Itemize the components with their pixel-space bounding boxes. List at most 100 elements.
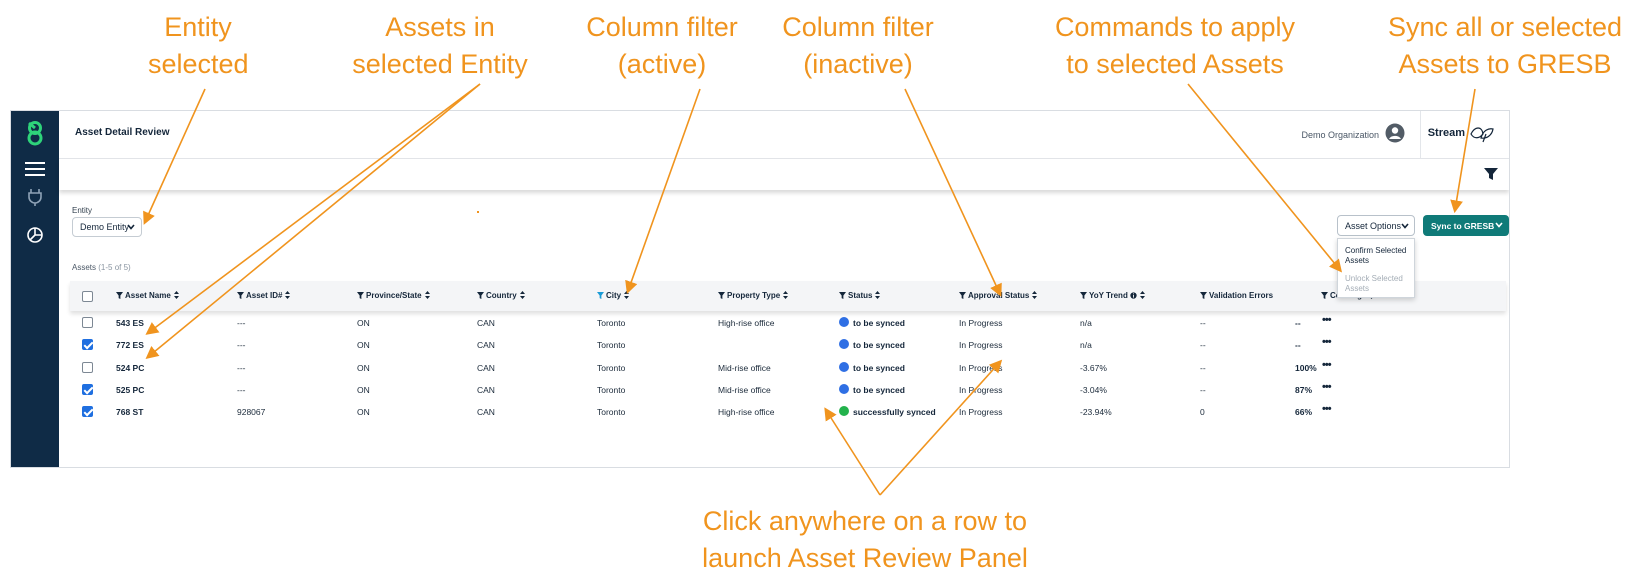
table-header: Asset Name Asset ID# Province/State Country… (70, 281, 1506, 311)
cell-name: 772 ES (116, 340, 144, 350)
cell-status: successfully synced (853, 407, 936, 417)
toolbar (59, 159, 1509, 190)
column-header-label: Validation Errors (1209, 291, 1274, 300)
org-name[interactable]: Demo Organization (1301, 130, 1379, 140)
filter-icon[interactable] (1200, 292, 1207, 299)
filter-icon[interactable] (116, 292, 123, 299)
row-checkbox[interactable] (82, 406, 93, 417)
cell-approval: In Progress (959, 340, 1003, 350)
column-header-country[interactable]: Country (477, 291, 525, 300)
status-dot (839, 384, 849, 394)
asset-options-menu: Confirm Selected Assets Unlock Selected … (1337, 238, 1415, 298)
filter-icon[interactable] (718, 292, 725, 299)
select-all-checkbox[interactable] (82, 291, 93, 302)
cell-province: ON (357, 340, 370, 350)
sort-icon[interactable] (1032, 291, 1038, 299)
info-icon[interactable] (1130, 292, 1137, 299)
cell-country: CAN (477, 318, 495, 328)
cell-country: CAN (477, 363, 495, 373)
assets-count: Assets (1-5 of 5) (72, 263, 131, 272)
row-more-icon[interactable]: ••• (1322, 381, 1332, 393)
page-title: Asset Detail Review (75, 127, 170, 138)
sort-icon[interactable] (285, 291, 291, 299)
column-header-approval-status[interactable]: Approval Status (959, 291, 1038, 300)
column-header-label: Approval Status (968, 291, 1030, 300)
cell-yoy: n/a (1080, 318, 1092, 328)
sort-icon[interactable] (783, 291, 789, 299)
column-header-validation-errors[interactable]: Validation Errors (1200, 291, 1273, 300)
entity-select[interactable]: Demo Entity (72, 217, 142, 237)
cell-approval: In Progress (959, 407, 1003, 417)
brand-name: Stream (1427, 127, 1465, 139)
menu-item-confirm[interactable]: Confirm Selected Assets (1345, 246, 1407, 265)
sync-label: Sync to GRESB (1431, 221, 1495, 231)
column-header-label: Province/State (366, 291, 422, 300)
cell-status: to be synced (853, 385, 905, 395)
cell-yoy: -3.67% (1080, 363, 1107, 373)
sort-icon[interactable] (424, 291, 430, 299)
row-more-icon[interactable]: ••• (1322, 314, 1332, 326)
sort-icon[interactable] (173, 291, 179, 299)
logo-icon[interactable] (21, 119, 49, 147)
cell-coverage: 100% (1295, 363, 1317, 373)
sync-to-gresb-button[interactable]: Sync to GRESB (1423, 215, 1509, 236)
row-more-icon[interactable]: ••• (1322, 359, 1332, 371)
filter-icon[interactable] (959, 292, 966, 299)
filter-icon[interactable] (237, 292, 244, 299)
row-checkbox[interactable] (82, 384, 93, 395)
cell-id: --- (237, 363, 246, 373)
asset-options-button[interactable]: Asset Options (1337, 215, 1415, 236)
row-checkbox[interactable] (82, 317, 93, 328)
sort-icon[interactable] (519, 291, 525, 299)
filter-icon[interactable] (357, 292, 364, 299)
column-header-label: Property Type (727, 291, 781, 300)
menu-icon[interactable] (21, 155, 49, 183)
column-header-status[interactable]: Status (839, 291, 881, 300)
sort-icon[interactable] (875, 291, 881, 299)
column-header-yoy-trend[interactable]: YoY Trend (1080, 291, 1146, 300)
cell-city: Toronto (597, 385, 626, 395)
column-header-city[interactable]: City (597, 291, 630, 300)
status-dot (839, 362, 849, 372)
filter-icon[interactable] (477, 292, 484, 299)
filter-icon[interactable] (1321, 292, 1328, 299)
avatar-icon[interactable] (1385, 123, 1405, 143)
filter-icon[interactable] (1483, 166, 1499, 182)
header-divider (1420, 111, 1421, 159)
sort-icon[interactable] (1140, 291, 1146, 299)
filter-icon[interactable] (839, 292, 846, 299)
cell-type: Mid-rise office (718, 363, 771, 373)
leaf-logo-icon (1469, 125, 1495, 143)
cell-province: ON (357, 363, 370, 373)
filter-icon[interactable] (597, 292, 604, 299)
callout-sync: Sync all or selected Assets to GRESB (1387, 12, 1623, 79)
cell-province: ON (357, 385, 370, 395)
column-header-label: YoY Trend (1089, 291, 1128, 300)
cell-type: High-rise office (718, 318, 775, 328)
column-header-property-type[interactable]: Property Type (718, 291, 789, 300)
row-checkbox[interactable] (82, 362, 93, 373)
filter-icon[interactable] (1080, 292, 1087, 299)
row-more-icon[interactable]: ••• (1322, 336, 1332, 348)
cell-city: Toronto (597, 318, 626, 328)
column-header-province-state[interactable]: Province/State (357, 291, 430, 300)
cell-name: 524 PC (116, 363, 145, 373)
row-checkbox[interactable] (82, 339, 93, 350)
column-header-asset-name[interactable]: Asset Name (116, 291, 179, 300)
cell-city: Toronto (597, 407, 626, 417)
cell-province: ON (357, 318, 370, 328)
column-header-asset-id[interactable]: Asset ID# (237, 291, 291, 300)
row-more-icon[interactable]: ••• (1322, 403, 1332, 415)
cell-coverage: -- (1295, 318, 1301, 328)
plug-icon[interactable] (21, 183, 49, 211)
cell-errors: -- (1200, 340, 1206, 350)
pie-icon[interactable] (21, 221, 49, 249)
stray-dot (477, 211, 479, 213)
cell-status: to be synced (853, 363, 905, 373)
sort-icon[interactable] (624, 291, 630, 299)
